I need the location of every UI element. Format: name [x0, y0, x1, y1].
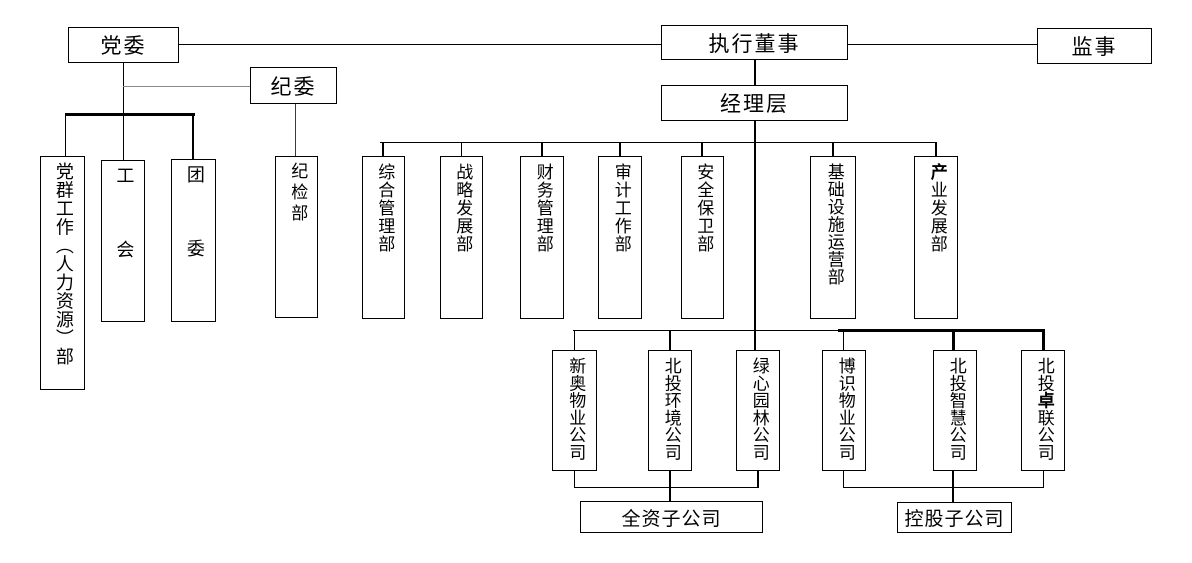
node-wholly-owned-subsidiaries: 全资子公司 [580, 501, 763, 533]
node-executive-director: 执行董事 [661, 25, 848, 60]
node-dept-security: 安全保卫部 [681, 156, 724, 319]
connector-stub-sub1 [573, 330, 575, 350]
connector-director-to-supervisor [848, 43, 1037, 45]
connector-stub-sub6 [1041, 328, 1045, 350]
node-sub-boshi-property: 博识物业公司 [822, 350, 866, 471]
node-discipline-inspection-dept: 纪检部 [275, 156, 318, 318]
node-discipline-committee: 纪委 [250, 67, 337, 104]
connector-stub-dept1 [382, 142, 384, 156]
connector-wholly-stub3 [757, 471, 759, 487]
connector-subsidiaries-bar-right [838, 328, 1044, 332]
node-label: 博识物业公司 [834, 357, 855, 461]
connector-subsidiaries-bar-left [573, 329, 838, 331]
node-dept-infrastructure-operations: 基础设施运营部 [810, 156, 856, 319]
connector-departments-bar [380, 141, 936, 143]
node-label: 执行董事 [708, 31, 801, 56]
node-holding-subsidiaries: 控股子公司 [897, 502, 1012, 533]
node-label: 新奥物业公司 [565, 357, 586, 461]
connector-wholly-drop [669, 487, 671, 501]
node-label: 党委 [100, 34, 147, 58]
node-sub-lvxin-garden: 绿心园林公司 [736, 350, 780, 471]
connector-stub-sub4 [842, 330, 844, 350]
node-sub-beitou-environment: 北投环境公司 [648, 350, 692, 471]
node-label: 经理层 [720, 92, 789, 116]
node-label: 综合管理部 [374, 163, 395, 253]
node-label: 监事 [1071, 35, 1118, 59]
connector-wholly-stub1 [573, 471, 575, 487]
connector-party-children-bar [64, 113, 195, 116]
connector-holding-stub1 [842, 471, 844, 487]
node-label: 审计工作部 [610, 163, 631, 253]
node-label: 北投卓联公司 [1033, 357, 1054, 461]
node-dept-strategic-development: 战略发展部 [440, 156, 483, 319]
node-label: 绿心园林公司 [748, 357, 769, 461]
connector-holding-bar [842, 486, 1044, 488]
connector-holding-stub2 [952, 471, 954, 487]
node-label: 党群工作（人力资源）部 [52, 162, 74, 366]
connector-stub-dangqun [64, 114, 66, 156]
connector-management-trunk [754, 121, 756, 350]
node-supervisor: 监事 [1037, 28, 1152, 64]
connector-stub-dept6 [832, 142, 834, 156]
node-party-committee: 党委 [68, 27, 179, 63]
connector-wholly-stub2 [669, 471, 671, 487]
connector-wholly-bar [573, 486, 759, 488]
node-label: 安全保卫部 [693, 163, 714, 253]
connector-party-trunk [122, 63, 124, 160]
connector-stub-sub2 [669, 330, 671, 350]
connector-holding-stub3 [1042, 471, 1044, 487]
node-label: 基础设施运营部 [823, 163, 844, 286]
connector-stub-dept4 [619, 142, 621, 156]
node-labor-union: 工会 [101, 160, 145, 322]
node-label: 财务管理部 [532, 163, 553, 253]
node-label: 工会 [113, 166, 135, 314]
node-label: 北投智慧公司 [945, 357, 966, 461]
connector-stub-dept2 [460, 142, 462, 156]
connector-party-to-director [179, 43, 661, 45]
node-dept-industry-development: 产业发展部 [914, 156, 958, 319]
connector-stub-dept5 [701, 142, 703, 156]
node-dept-general-management: 综合管理部 [362, 156, 405, 319]
node-management-layer: 经理层 [661, 85, 848, 121]
node-dept-audit-work: 审计工作部 [598, 156, 642, 319]
node-label: 战略发展部 [452, 163, 473, 253]
node-sub-xinao-property: 新奥物业公司 [552, 350, 597, 471]
node-youth-league: 团委 [171, 159, 216, 322]
node-party-mass-hr-dept: 党群工作（人力资源）部 [40, 156, 85, 390]
node-sub-beitou-zhuolian: 北投卓联公司 [1021, 350, 1065, 471]
connector-director-to-management [754, 60, 756, 85]
node-sub-beitou-smart: 北投智慧公司 [933, 350, 977, 471]
connector-party-to-jiwei [123, 85, 250, 87]
connector-jiwei-to-jijianbu [294, 104, 296, 156]
node-label: 纪委 [270, 74, 317, 99]
node-dept-financial-management: 财务管理部 [520, 156, 564, 319]
connector-stub-sub5 [951, 330, 955, 350]
connector-stub-tuanwei [192, 114, 194, 159]
node-label: 全资子公司 [621, 507, 722, 530]
connector-stub-dept3 [541, 142, 543, 156]
node-label: 北投环境公司 [660, 357, 681, 461]
node-label: 纪检部 [287, 162, 308, 225]
node-label: 产业发展部 [926, 163, 947, 253]
connector-stub-dept7 [935, 142, 937, 156]
node-label: 团委 [183, 165, 205, 313]
node-label: 控股子公司 [904, 508, 1005, 530]
connector-holding-drop [952, 487, 954, 502]
